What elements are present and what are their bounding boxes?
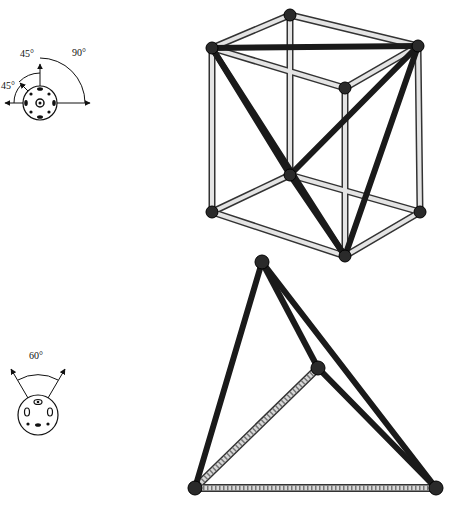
angle-arc (19, 73, 40, 82)
angle-label: 45° (1, 80, 15, 92)
direction-arrow (20, 83, 28, 91)
connector-ball-tetrahedron (11, 369, 65, 435)
tetrahedron-model (188, 255, 443, 495)
connector-ball-cube (5, 58, 90, 120)
cube-model (206, 9, 426, 262)
direction-arrow (11, 369, 28, 398)
direction-arrow (5, 103, 23, 104)
direction-arrow (48, 369, 65, 398)
angle-label: 90° (72, 47, 86, 59)
direction-arrow (40, 64, 41, 86)
angle-label: 45° (20, 48, 34, 60)
angle-arc (18, 375, 58, 380)
angle-arc (14, 85, 21, 103)
angle-label: 60° (29, 350, 43, 362)
direction-arrow (57, 103, 90, 104)
